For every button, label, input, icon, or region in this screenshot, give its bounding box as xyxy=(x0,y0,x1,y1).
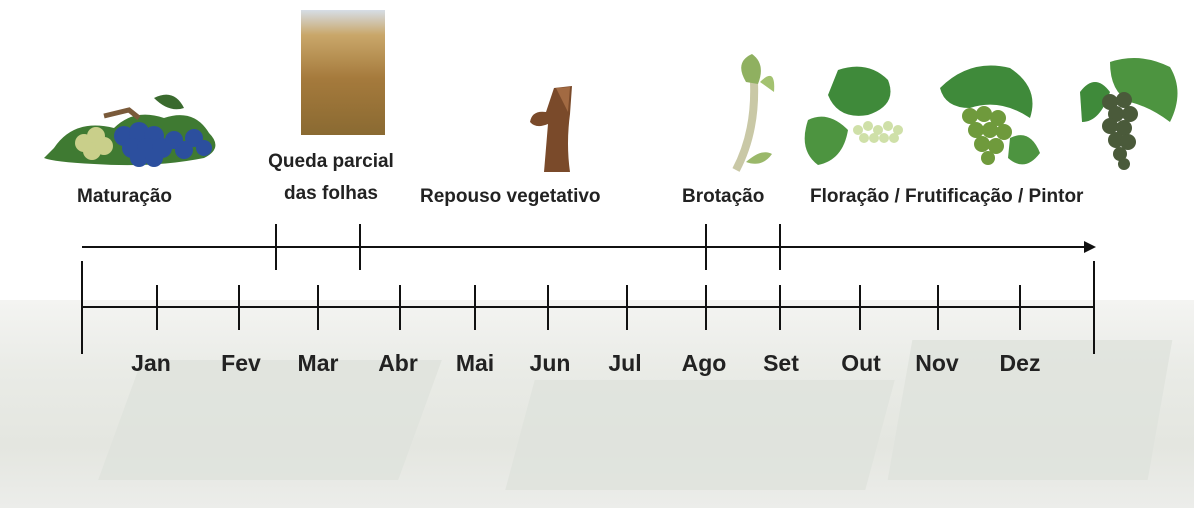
month-label-ago: Ago xyxy=(664,350,744,377)
month-label-fev: Fev xyxy=(201,350,281,377)
month-label-set: Set xyxy=(741,350,821,377)
month-label-jan: Jan xyxy=(111,350,191,377)
stage-arrow-head xyxy=(1084,241,1096,253)
month-label-dez: Dez xyxy=(980,350,1060,377)
month-label-jul: Jul xyxy=(585,350,665,377)
month-label-jun: Jun xyxy=(510,350,590,377)
month-label-abr: Abr xyxy=(358,350,438,377)
month-label-mai: Mai xyxy=(435,350,515,377)
month-label-mar: Mar xyxy=(278,350,358,377)
month-label-nov: Nov xyxy=(897,350,977,377)
month-label-out: Out xyxy=(821,350,901,377)
